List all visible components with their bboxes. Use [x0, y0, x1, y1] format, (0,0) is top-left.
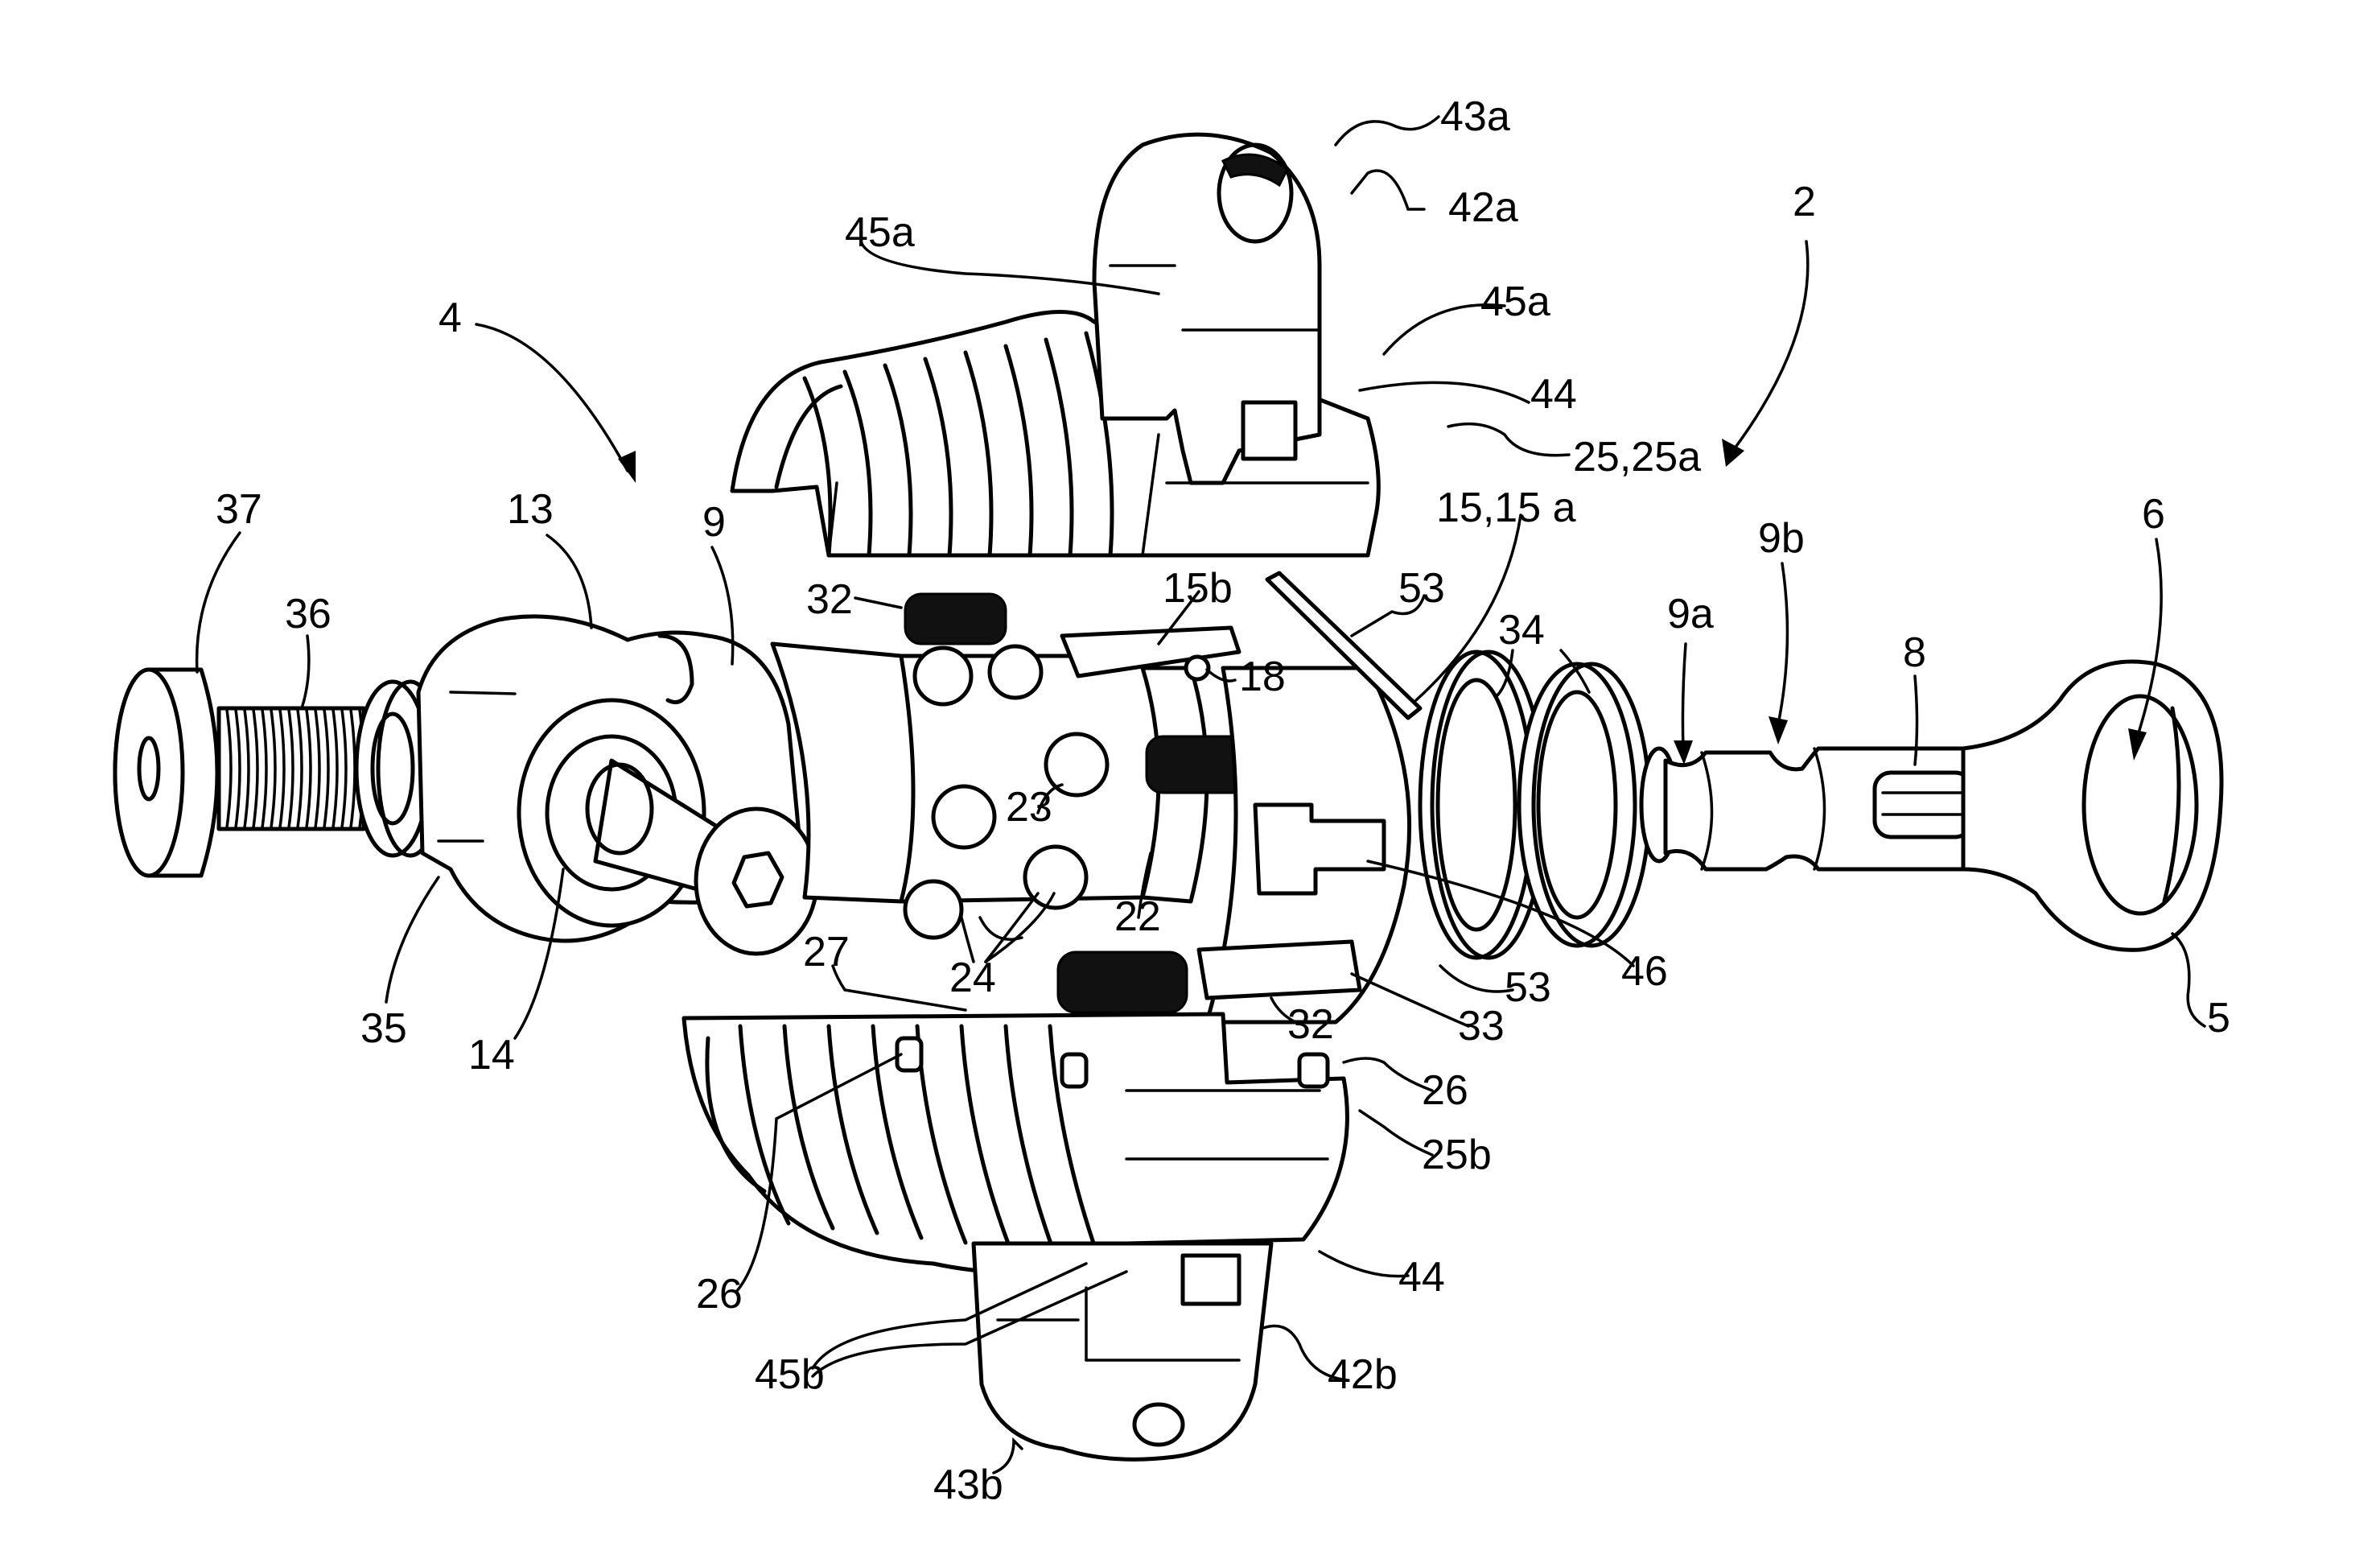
label-36: 36 [285, 591, 331, 637]
label-42b: 42b [1328, 1351, 1398, 1398]
label-43b: 43b [933, 1462, 1003, 1508]
label-9b: 9b [1758, 515, 1805, 562]
detail-stroke [305, 708, 312, 829]
detail-stroke [883, 363, 913, 558]
label-8: 8 [1903, 629, 1926, 676]
detail-stroke [278, 708, 286, 829]
label-32-bottom: 32 [1287, 1001, 1334, 1048]
label-18: 18 [1239, 654, 1286, 700]
detail-stroke [252, 708, 259, 829]
label-45a-right: 45a [1480, 278, 1550, 325]
detail-stroke [871, 1024, 924, 1240]
part-42b-lower-clamp [971, 1241, 1274, 1462]
detail-stroke [261, 708, 268, 829]
label-44-top: 44 [1530, 371, 1577, 418]
detail-stroke [234, 708, 241, 829]
detail-stroke [738, 1024, 791, 1226]
label-37: 37 [216, 486, 262, 533]
detail-stroke [225, 708, 233, 829]
part-25b-lower-shell [681, 1012, 1349, 1275]
detail-stroke [1044, 337, 1074, 558]
detail-stroke [1003, 1024, 1056, 1255]
label-43a: 43a [1440, 93, 1510, 140]
part-15-ring-disc [1060, 625, 1412, 1025]
detail-stroke [842, 369, 873, 558]
label-13: 13 [507, 486, 554, 533]
part-9-housing [416, 614, 819, 956]
label-15b: 15b [1163, 565, 1233, 612]
detail-stroke [782, 1024, 835, 1231]
detail-stroke [826, 1024, 879, 1235]
detail-stroke [923, 357, 953, 558]
label-45a-left: 45a [845, 209, 915, 256]
label-25b: 25b [1422, 1132, 1492, 1178]
label-15-15a: 15,15 a [1436, 485, 1576, 531]
part-37-end-cap [113, 667, 220, 878]
label-9a: 9a [1667, 591, 1714, 637]
leader-lines [195, 115, 2206, 1474]
label-2: 2 [1793, 179, 1816, 225]
detail-stroke [959, 1024, 1012, 1250]
label-45b: 45b [755, 1351, 825, 1398]
detail-stroke [296, 708, 303, 829]
label-35: 35 [360, 1005, 407, 1052]
detail-stroke [323, 708, 330, 829]
label-32-top: 32 [806, 576, 853, 623]
detail-stroke [340, 708, 348, 829]
reference-labels: 43a 42a 45a 45a 2 44 25,25a 4 15,15 a 37… [216, 93, 2230, 1508]
part-32-spring-top [904, 592, 1007, 645]
label-27: 27 [803, 929, 850, 975]
label-46: 46 [1621, 948, 1668, 995]
label-5: 5 [2207, 995, 2230, 1041]
detail-stroke [243, 708, 250, 829]
part-8-shaft [1639, 746, 1974, 872]
detail-stroke [963, 350, 994, 558]
detail-stroke [331, 708, 339, 829]
part-central-body [770, 641, 1209, 941]
label-42a: 42a [1448, 184, 1518, 231]
detail-stroke [802, 376, 833, 558]
label-14: 14 [468, 1032, 515, 1078]
label-24: 24 [949, 955, 996, 1001]
detail-stroke [270, 708, 277, 829]
label-33: 33 [1458, 1003, 1505, 1049]
label-34: 34 [1498, 607, 1545, 654]
detail-stroke [314, 708, 321, 829]
label-23: 23 [1006, 784, 1052, 831]
part-32-spring-bottom [1056, 951, 1188, 1014]
assembly-arrow-4 [475, 323, 636, 483]
detail-stroke [287, 708, 294, 829]
label-25-25a: 25,25a [1573, 434, 1701, 480]
part-5-eye [1961, 659, 2224, 952]
label-26-right: 26 [1422, 1067, 1468, 1114]
assembly-arrow-2 [1722, 240, 1810, 467]
detail-stroke [1003, 344, 1034, 558]
label-44-bottom: 44 [1398, 1254, 1445, 1301]
label-9: 9 [702, 499, 726, 546]
label-53-top: 53 [1398, 565, 1445, 612]
label-53-bottom: 53 [1505, 964, 1551, 1011]
part-53-pin [1265, 571, 1423, 720]
label-6: 6 [2142, 491, 2165, 538]
detail-stroke [1084, 331, 1114, 558]
label-4: 4 [439, 295, 462, 341]
part-42a-upper-clamp [1092, 132, 1322, 485]
label-22: 22 [1114, 893, 1161, 940]
detail-stroke [1048, 1024, 1101, 1260]
part-36-threaded-rod [216, 706, 366, 831]
label-26-left: 26 [696, 1271, 743, 1318]
part-34-seal-rings [1418, 649, 1652, 960]
